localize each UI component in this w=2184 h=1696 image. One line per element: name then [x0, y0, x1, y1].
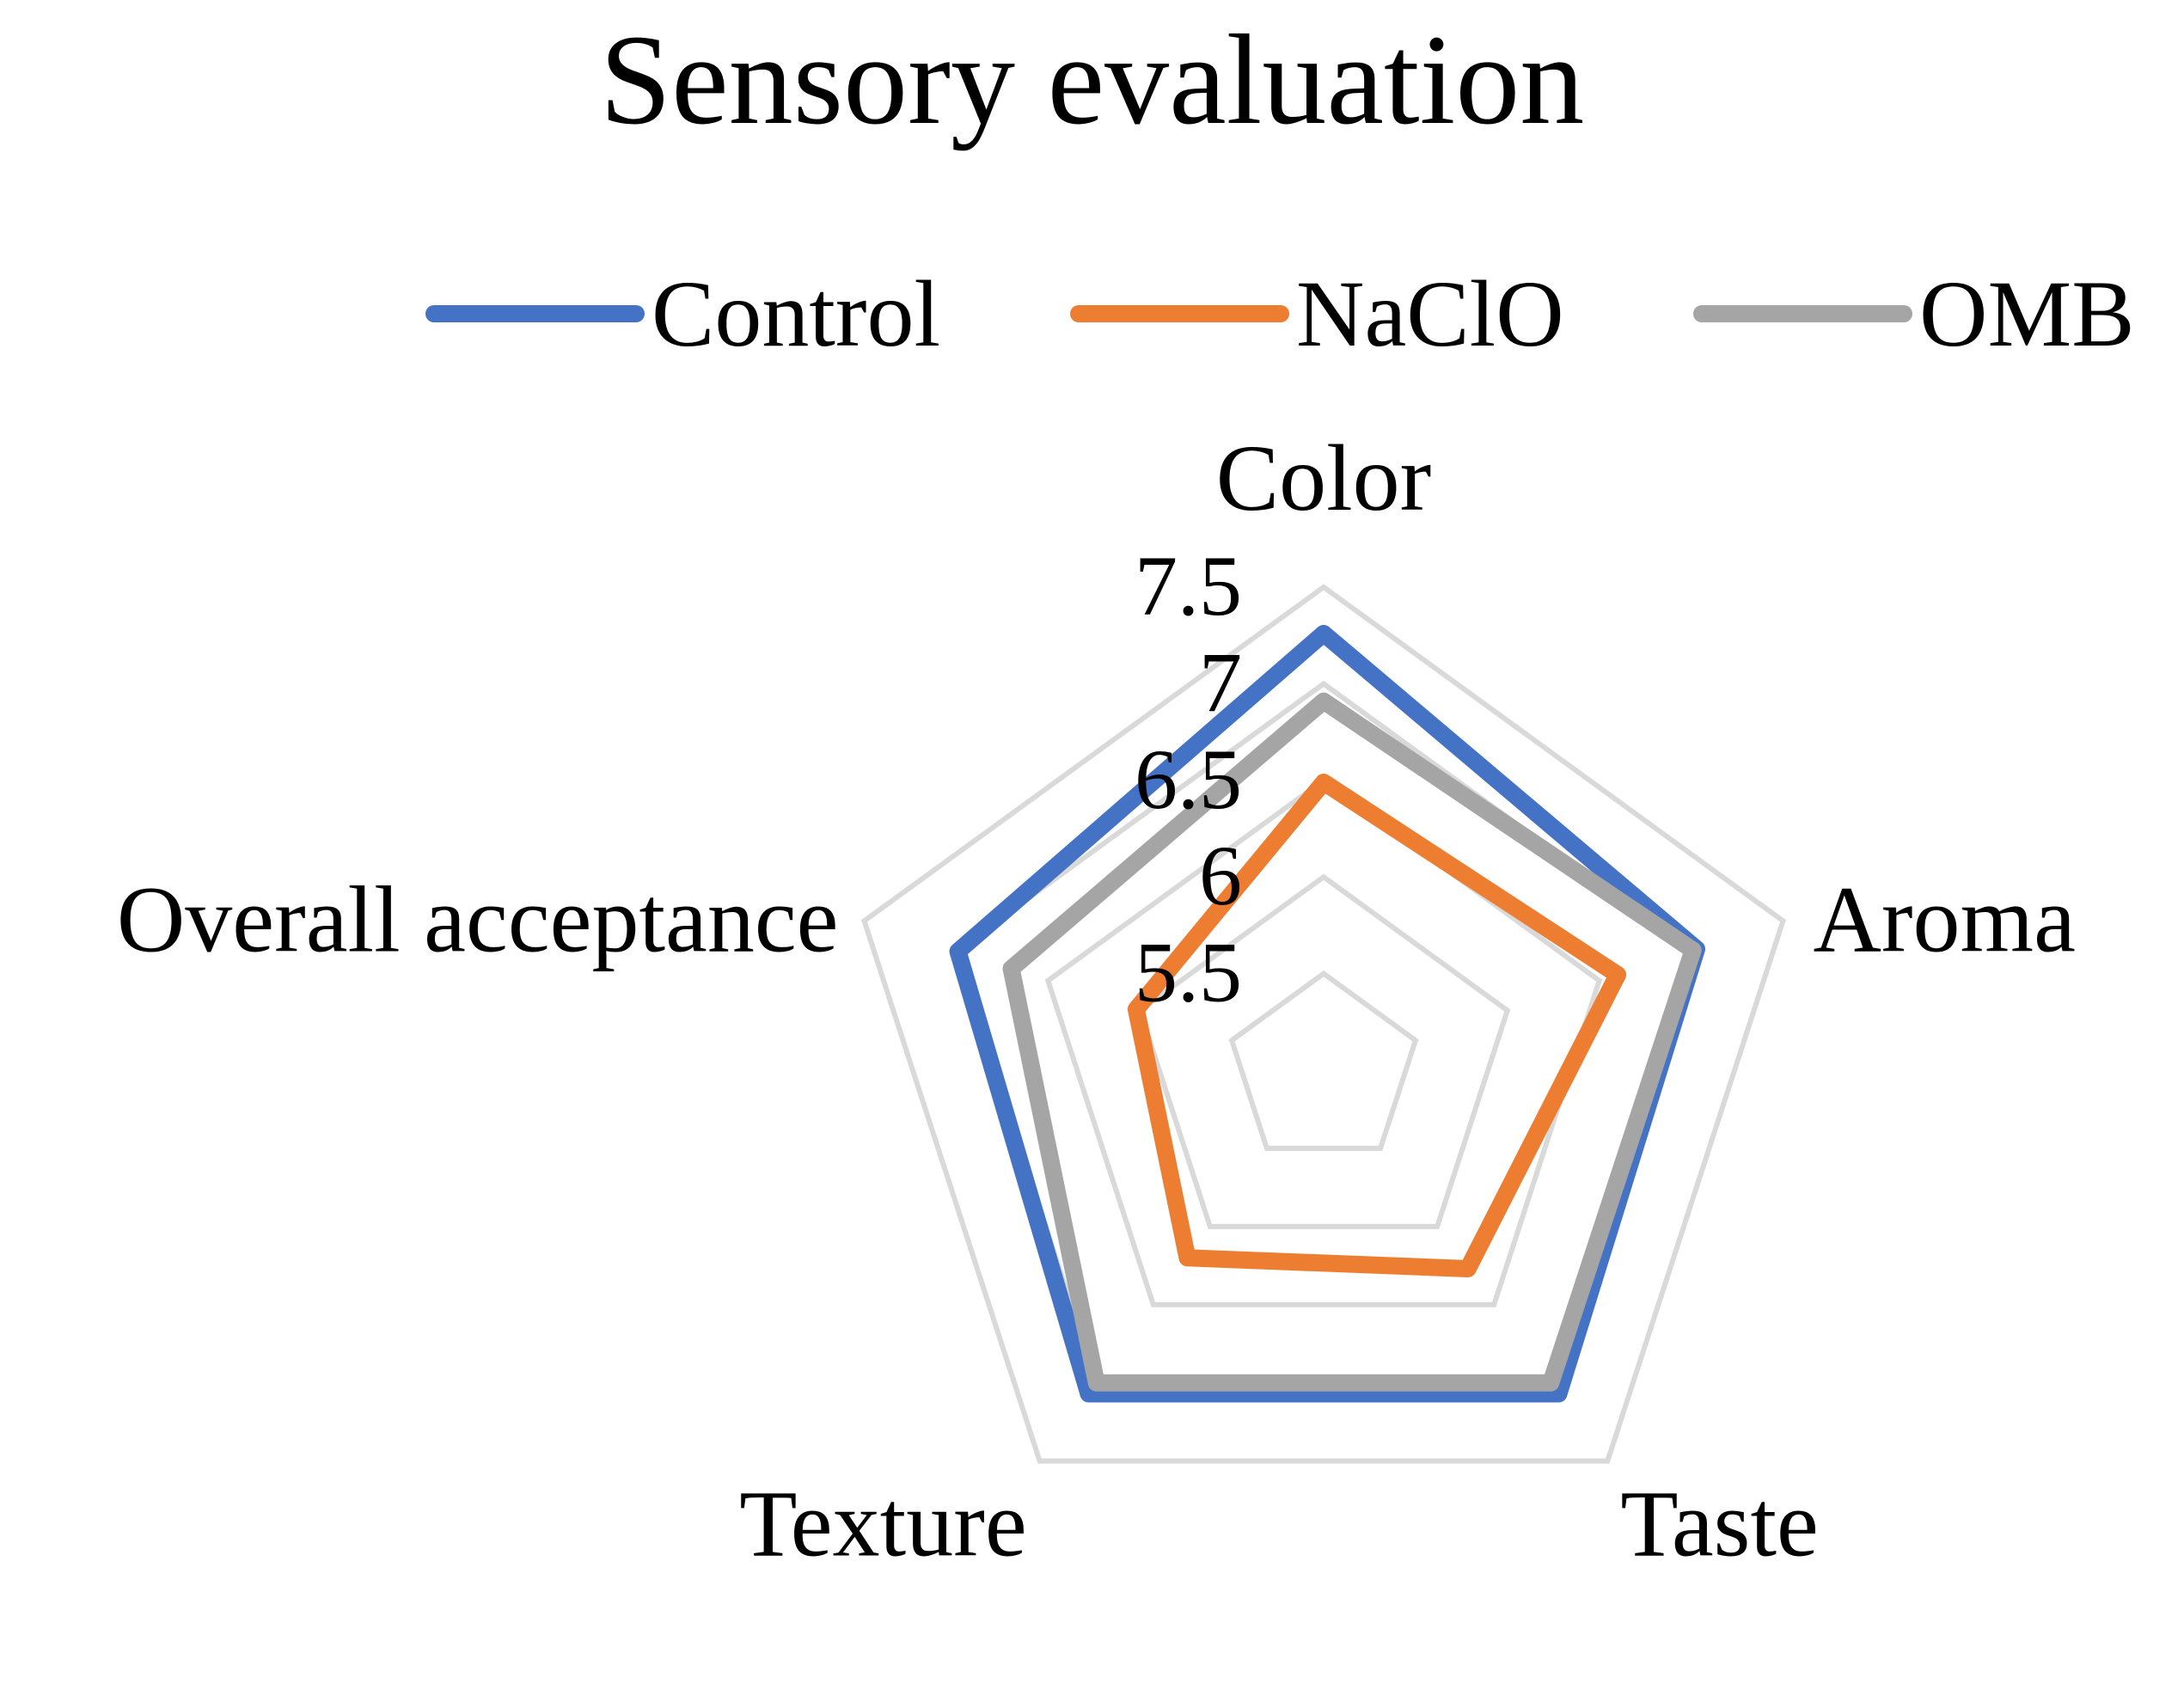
- legend-swatch-control: [425, 305, 645, 322]
- axis-label-color: Color: [1216, 426, 1432, 530]
- series-line-omb: [1002, 692, 1702, 1392]
- tick-label-6: 6: [1199, 828, 1242, 923]
- tick-labels: 5.566.577.5: [1135, 538, 1242, 1020]
- tick-label-7: 7: [1199, 634, 1242, 730]
- legend-item-control: Control: [425, 249, 940, 378]
- legend-label-omb: OMB: [1919, 261, 2135, 366]
- chart-title: Sensory evaluation: [599, 9, 1585, 151]
- legend-item-omb: OMB: [1693, 249, 2135, 378]
- legend-swatch-naclo: [1070, 305, 1289, 322]
- axis-label-aroma: Aroma: [1813, 866, 2075, 971]
- grid: [860, 584, 1787, 1464]
- grid-ring-7-5: [860, 584, 1787, 1464]
- grid-ring-6: [1136, 873, 1511, 1229]
- axis-label-texture: Texture: [739, 1472, 1026, 1577]
- series-line-control: [949, 624, 1706, 1403]
- axis-label-overall-acceptance: Overall acceptance: [117, 866, 839, 971]
- legend-swatch-omb: [1693, 305, 1912, 322]
- legend-item-naclo: NaClO: [1070, 249, 1564, 378]
- series-group: [949, 624, 1706, 1403]
- series-line-naclo: [1127, 774, 1627, 1277]
- grid-ring-6-5: [1044, 777, 1603, 1307]
- tick-label-7-5: 7.5: [1135, 538, 1242, 634]
- tick-label-5-5: 5.5: [1135, 925, 1242, 1020]
- tick-label-6-5: 6.5: [1135, 732, 1242, 827]
- grid-ring-5-5: [1228, 970, 1419, 1151]
- legend-label-control: Control: [652, 261, 941, 366]
- legend-label-naclo: NaClO: [1296, 261, 1564, 366]
- legend: Control NaClO OMB: [0, 249, 2184, 378]
- axis-label-taste: Taste: [1620, 1472, 1819, 1577]
